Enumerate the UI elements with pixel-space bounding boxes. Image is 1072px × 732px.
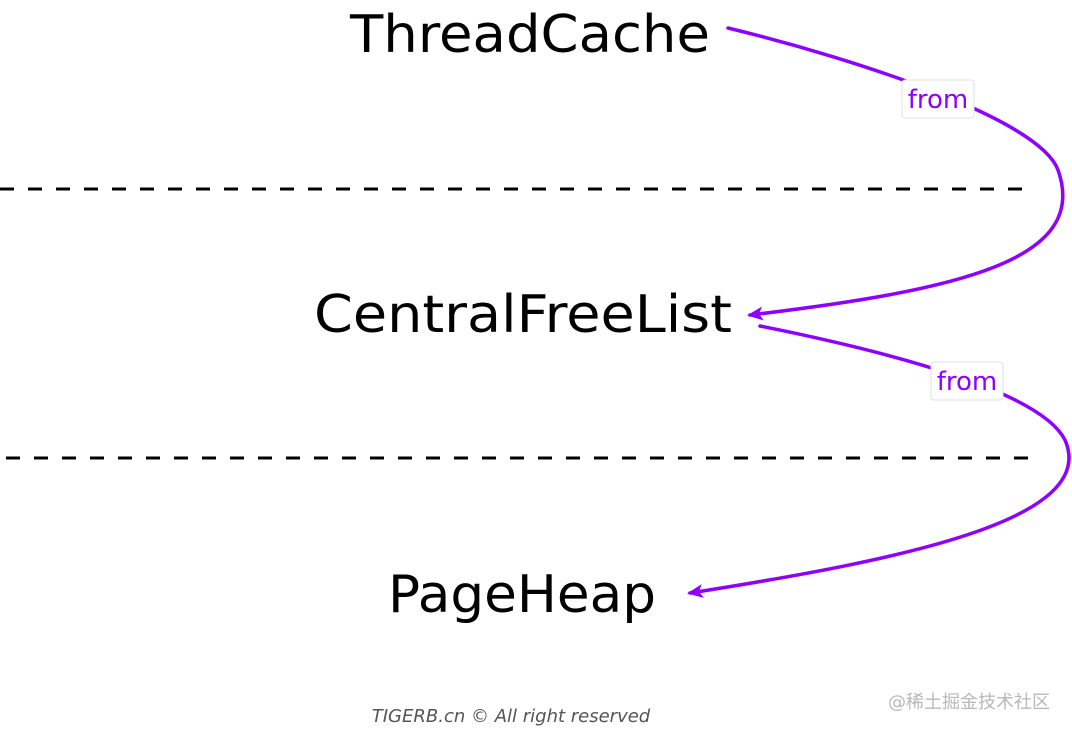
edge-label-text: from <box>937 367 998 397</box>
node-thread-cache: ThreadCache <box>349 5 710 65</box>
edge-threadcache-to-centralfreelist <box>726 26 1065 321</box>
tiered-cache-diagram: from from ThreadCache CentralFreeList Pa… <box>0 5 1071 625</box>
copyright-footer: TIGERB.cn © All right reserved <box>371 706 651 727</box>
platform-watermark: @稀土掘金技术社区 <box>888 692 1050 713</box>
edge-label-from-lower: from <box>930 361 1004 401</box>
edge-centralfreelist-to-pageheap <box>687 324 1071 598</box>
edge-label-text: from <box>908 85 969 115</box>
node-page-heap: PageHeap <box>388 565 656 625</box>
edge-label-from-upper: from <box>901 79 975 119</box>
node-central-free-list: CentralFreeList <box>314 285 732 345</box>
